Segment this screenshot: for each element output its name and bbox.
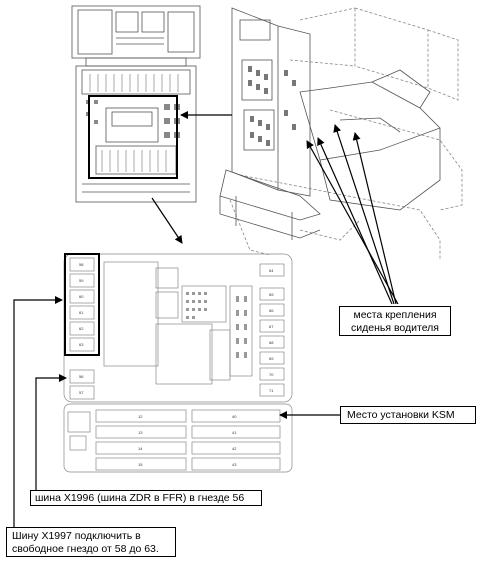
left-slot-column [69, 257, 95, 400]
slot-label: 57 [79, 390, 84, 395]
right-slot-column [259, 263, 285, 397]
cabinet-front-view [71, 5, 201, 203]
ksm-text: Место установки KSM [347, 409, 455, 421]
slot-label: 58 [79, 262, 84, 267]
slot-label: 61 [79, 310, 84, 315]
right-slot-labels: 64 65 66 67 68 69 70 71 [269, 268, 274, 393]
x1996-callout: шина X1996 (шина ZDR в FFR) в гнезде 56 [30, 490, 262, 506]
relay-row-labels: 12 13 14 15 40 41 42 43 [138, 414, 237, 467]
cab-panel-texture [248, 66, 296, 146]
relay-label: 40 [232, 414, 237, 419]
slot-label: 66 [269, 308, 274, 313]
relay-label: 13 [138, 430, 143, 435]
relay-label: 14 [138, 446, 143, 451]
arrow-seat-mount-2 [333, 124, 395, 305]
slot-label: 71 [269, 388, 274, 393]
arrow-cabinet-to-board [151, 197, 183, 244]
arrow-slot-56 [35, 374, 67, 490]
slot-highlight-frame [64, 253, 100, 356]
arrow-seat-mount-1 [317, 137, 393, 305]
highlight-frame [88, 95, 178, 179]
left-slot-labels: 58 59 60 61 62 63 56 57 [79, 262, 84, 395]
slot-label: 68 [269, 340, 274, 345]
slot-label: 59 [79, 278, 84, 283]
leader-arrows [13, 111, 399, 527]
slot-label: 60 [79, 294, 84, 299]
cabinet-fuse-texture [86, 100, 180, 138]
ffr-fuse-texture [186, 292, 247, 358]
ksm-callout: Место установки KSM [340, 406, 476, 424]
slot-label: 64 [269, 268, 274, 273]
arrow-seat-mount-4 [306, 140, 399, 305]
relay-label: 41 [232, 430, 237, 435]
slot-label: 63 [79, 342, 84, 347]
slot-label: 67 [269, 324, 274, 329]
relay-label: 43 [232, 462, 237, 467]
relay-label: 42 [232, 446, 237, 451]
x1997-callout: Шину X1997 подключить в свободное гнездо… [6, 527, 176, 557]
slot-label: 62 [79, 326, 84, 331]
slot-label: 69 [269, 356, 274, 361]
relay-label: 15 [138, 462, 143, 467]
relay-label: 12 [138, 414, 143, 419]
slot-label: 70 [269, 372, 274, 377]
x1997-text-line2: свободное гнездо от 58 до 63. [12, 543, 159, 555]
cab-isometric-view [219, 7, 463, 260]
seat-mounts-callout: места крепления сиденья водителя [339, 306, 451, 336]
arrow-slot-58-63 [13, 296, 63, 527]
x1996-text: шина X1996 (шина ZDR в FFR) в гнезде 56 [35, 492, 245, 504]
slot-label: 56 [79, 374, 84, 379]
arrow-seat-mount-3 [352, 132, 397, 305]
slot-label: 65 [269, 292, 274, 297]
seat-mounts-text: места крепления сиденья водителя [350, 309, 439, 334]
x1997-text-line1: Шину X1997 подключить в [12, 530, 141, 542]
